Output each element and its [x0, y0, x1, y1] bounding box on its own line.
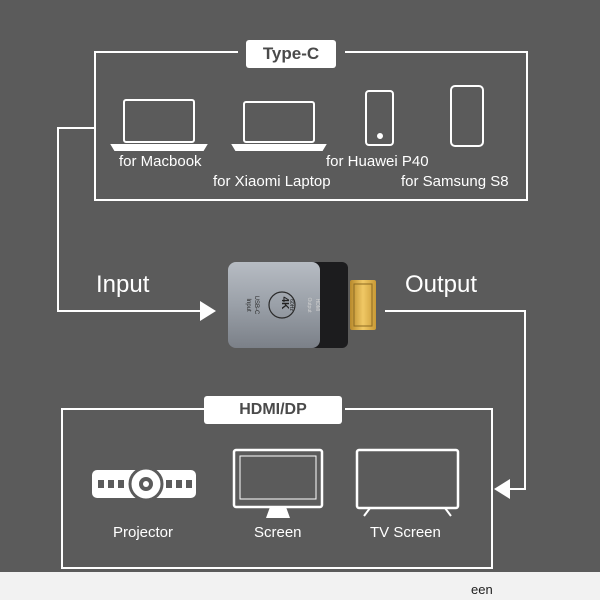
- output-arrow-icon: [494, 479, 510, 499]
- hdmi-dp-title: HDMI/DP: [204, 396, 342, 424]
- device-label-macbook: for Macbook: [119, 153, 202, 170]
- phone-icon: [365, 90, 394, 146]
- adapter-output-side-text-2: Output: [306, 297, 312, 313]
- device-label-samsung-s8: for Samsung S8: [401, 173, 509, 190]
- laptop-icon: [231, 101, 327, 151]
- adapter-input-side-text-1: USB-C: [253, 296, 259, 315]
- type-c-title: Type-C: [246, 40, 336, 68]
- laptop-icon: [110, 99, 208, 151]
- phone-icon: [450, 85, 484, 147]
- device-label-huawei-p40: for Huawei P40: [326, 153, 429, 170]
- output-connector-line: [385, 310, 526, 490]
- device-label-tv-screen: TV Screen: [370, 524, 441, 541]
- type-c-frame: [94, 51, 528, 201]
- monitor-icon: [232, 448, 324, 518]
- projector-icon: [92, 466, 196, 502]
- output-label: Output: [405, 271, 478, 298]
- footer-partial-text: een: [471, 582, 493, 597]
- tv-icon: [355, 448, 460, 517]
- device-label-projector: Projector: [113, 524, 174, 541]
- input-label: Input: [96, 271, 150, 298]
- adapter-badge-bottom: 60Hz: [288, 299, 294, 311]
- footer-strip: [0, 572, 600, 600]
- adapter-input-side-text-2: Input: [245, 298, 251, 312]
- adapter-output-side-text-1: HDMI: [314, 299, 320, 312]
- input-connector-line: [57, 127, 200, 312]
- adapter-badge-top: 4K: [279, 297, 290, 311]
- device-label-xiaomi-laptop: for Xiaomi Laptop: [213, 173, 331, 190]
- device-label-screen: Screen: [254, 524, 302, 541]
- hdmi-dp-frame: [61, 408, 493, 569]
- usb-c-to-hdmi-adapter: 4K 60Hz USB-C Input HDMI Output: [228, 262, 376, 348]
- input-arrow-icon: [200, 301, 216, 321]
